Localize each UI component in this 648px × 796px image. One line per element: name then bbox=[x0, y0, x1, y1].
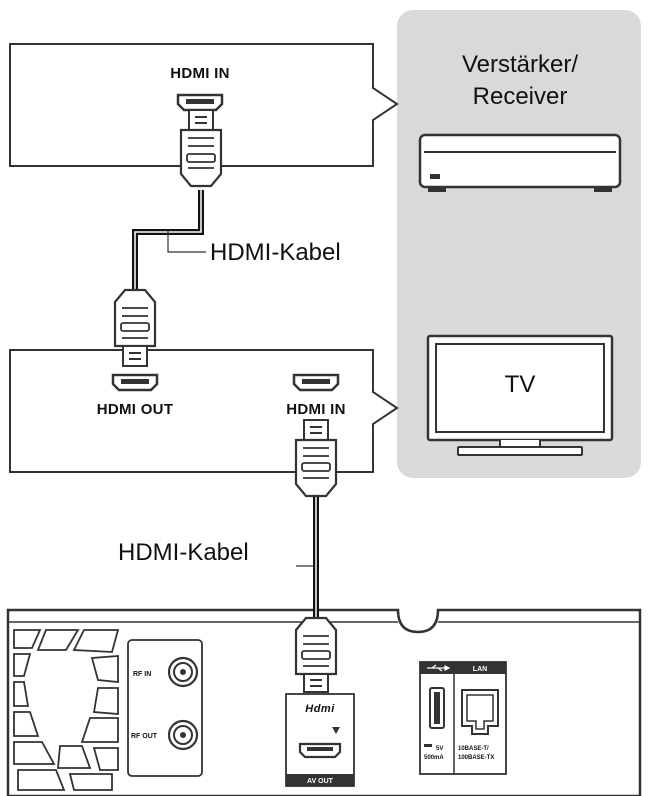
lan-port-icon bbox=[461, 689, 499, 735]
hdmi-in-top-port-icon bbox=[176, 93, 224, 112]
hdmi-plug-out-icon bbox=[113, 288, 157, 367]
cable-bottom-label: HDMI-Kabel bbox=[118, 539, 249, 566]
tv-label: TV bbox=[505, 371, 536, 398]
hdmi-in-middle-port-icon bbox=[292, 373, 340, 392]
receiver-icon bbox=[418, 133, 622, 192]
receiver-label-line1: Verstärker/ bbox=[462, 51, 578, 78]
hdmi-in-top-label: HDMI IN bbox=[170, 65, 230, 82]
usb-port-icon bbox=[429, 687, 445, 729]
hdmi-logo-label: Hdmi bbox=[305, 703, 335, 715]
tv-icon bbox=[426, 334, 614, 456]
lan-note-line2: 100BASE-TX bbox=[458, 755, 494, 761]
hdmi-plug-top-in-icon bbox=[179, 109, 223, 188]
hdmi-plug-av-out-icon bbox=[294, 616, 338, 693]
av-out-port-block bbox=[285, 693, 355, 787]
lan-note-line1: 10BASE-T/ bbox=[458, 746, 489, 752]
usb-note-line2: 500mA bbox=[424, 755, 444, 761]
cable-top-label: HDMI-Kabel bbox=[210, 239, 341, 266]
rf-in-connector-icon bbox=[167, 656, 199, 688]
usb-note-bar bbox=[424, 744, 432, 747]
fan-grille-icon bbox=[13, 629, 120, 791]
usb-note-line1: 5V bbox=[436, 746, 443, 752]
rf-out-connector-icon bbox=[167, 719, 199, 751]
hdmi-plug-middle-in-icon bbox=[294, 419, 338, 498]
hdmi-out-port-icon bbox=[111, 373, 159, 392]
cable-top-leader bbox=[167, 230, 206, 253]
lan-label: LAN bbox=[473, 666, 487, 673]
rf-in-label: RF IN bbox=[133, 671, 151, 678]
receiver-label-line2: Receiver bbox=[473, 83, 568, 110]
rf-out-label: RF OUT bbox=[131, 733, 158, 740]
av-out-label: AV OUT bbox=[307, 778, 334, 785]
hdmi-in-middle-label: HDMI IN bbox=[286, 401, 346, 418]
usb-symbol-icon bbox=[427, 664, 451, 672]
hdmi-out-label: HDMI OUT bbox=[97, 401, 174, 418]
